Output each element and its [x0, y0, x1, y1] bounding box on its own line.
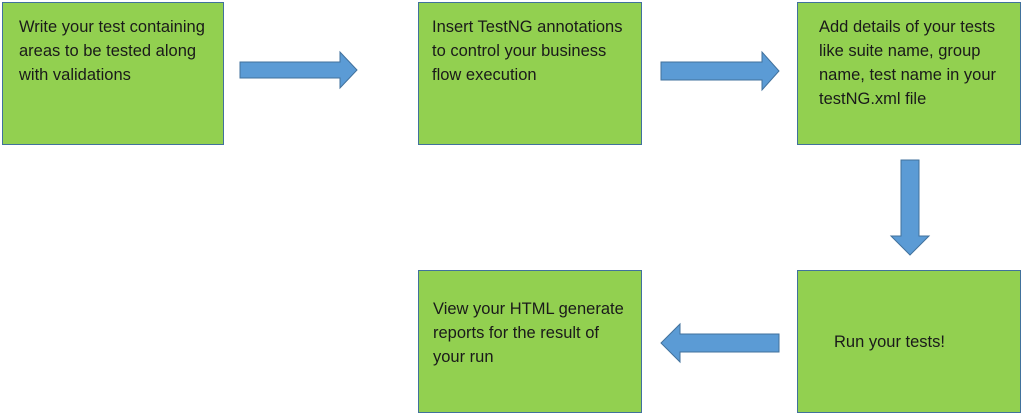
step-insert-annotations-box: Insert TestNG annotations to control you…	[418, 2, 642, 145]
step-add-details-box: Add details of your tests like suite nam…	[797, 2, 1021, 145]
arrow-right-1	[239, 50, 358, 90]
step-insert-annotations-text: Insert TestNG annotations to control you…	[432, 18, 623, 84]
step-run-tests-text: Run your tests!	[834, 332, 945, 351]
step-write-test-box: Write your test containing areas to be t…	[2, 2, 224, 145]
step-view-reports-box: View your HTML generate reports for the …	[418, 270, 642, 413]
step-run-tests-box: Run your tests!	[797, 270, 1021, 413]
step-add-details-text: Add details of your tests like suite nam…	[819, 18, 997, 108]
arrow-right-2	[660, 50, 780, 92]
arrow-left	[660, 322, 780, 364]
step-write-test-text: Write your test containing areas to be t…	[19, 18, 205, 84]
arrow-down	[889, 159, 931, 256]
step-view-reports-text: View your HTML generate reports for the …	[433, 300, 624, 366]
